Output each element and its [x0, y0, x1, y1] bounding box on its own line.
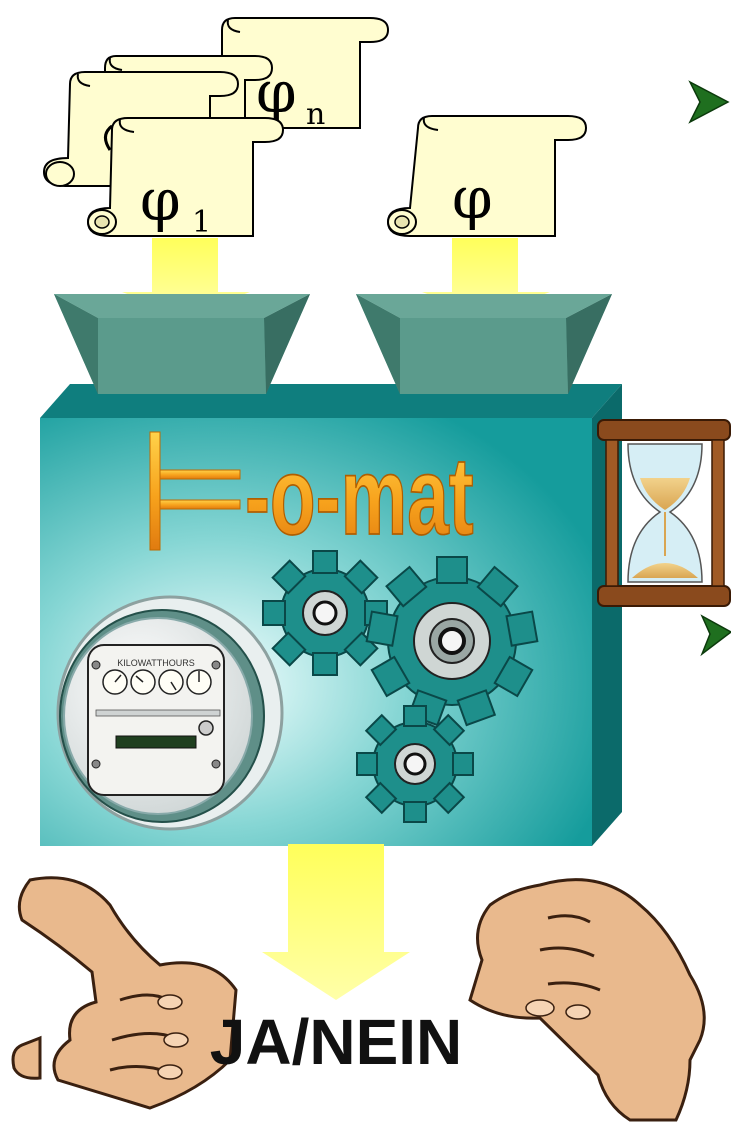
scroll-conclusion-phi: φ	[452, 164, 493, 232]
gear-icon	[263, 551, 387, 675]
output-arrow	[262, 844, 410, 1000]
scroll-n-subscript: n	[306, 97, 325, 132]
scroll-phi-1: φ 1	[88, 118, 283, 240]
funnel-icon	[54, 294, 310, 394]
hourglass-icon	[598, 420, 730, 606]
scroll-1-subscript: 1	[192, 205, 211, 240]
result-label: JA/NEIN	[210, 1006, 463, 1078]
funnel-icon	[356, 294, 612, 394]
bullet-arrow-icon	[690, 82, 728, 122]
bullet-arrow-icon	[702, 616, 731, 654]
electric-meter-icon: KILOWATTHOURS	[58, 597, 282, 829]
thumbs-up-icon	[13, 878, 236, 1108]
meter-label: KILOWATTHOURS	[117, 658, 195, 668]
thumbs-down-icon	[470, 880, 704, 1120]
scroll-phi-conclusion: φ	[388, 116, 586, 236]
gear-icon	[357, 706, 473, 822]
scroll-1-phi: φ	[140, 166, 181, 234]
machine-title: -o-mat	[245, 435, 474, 558]
